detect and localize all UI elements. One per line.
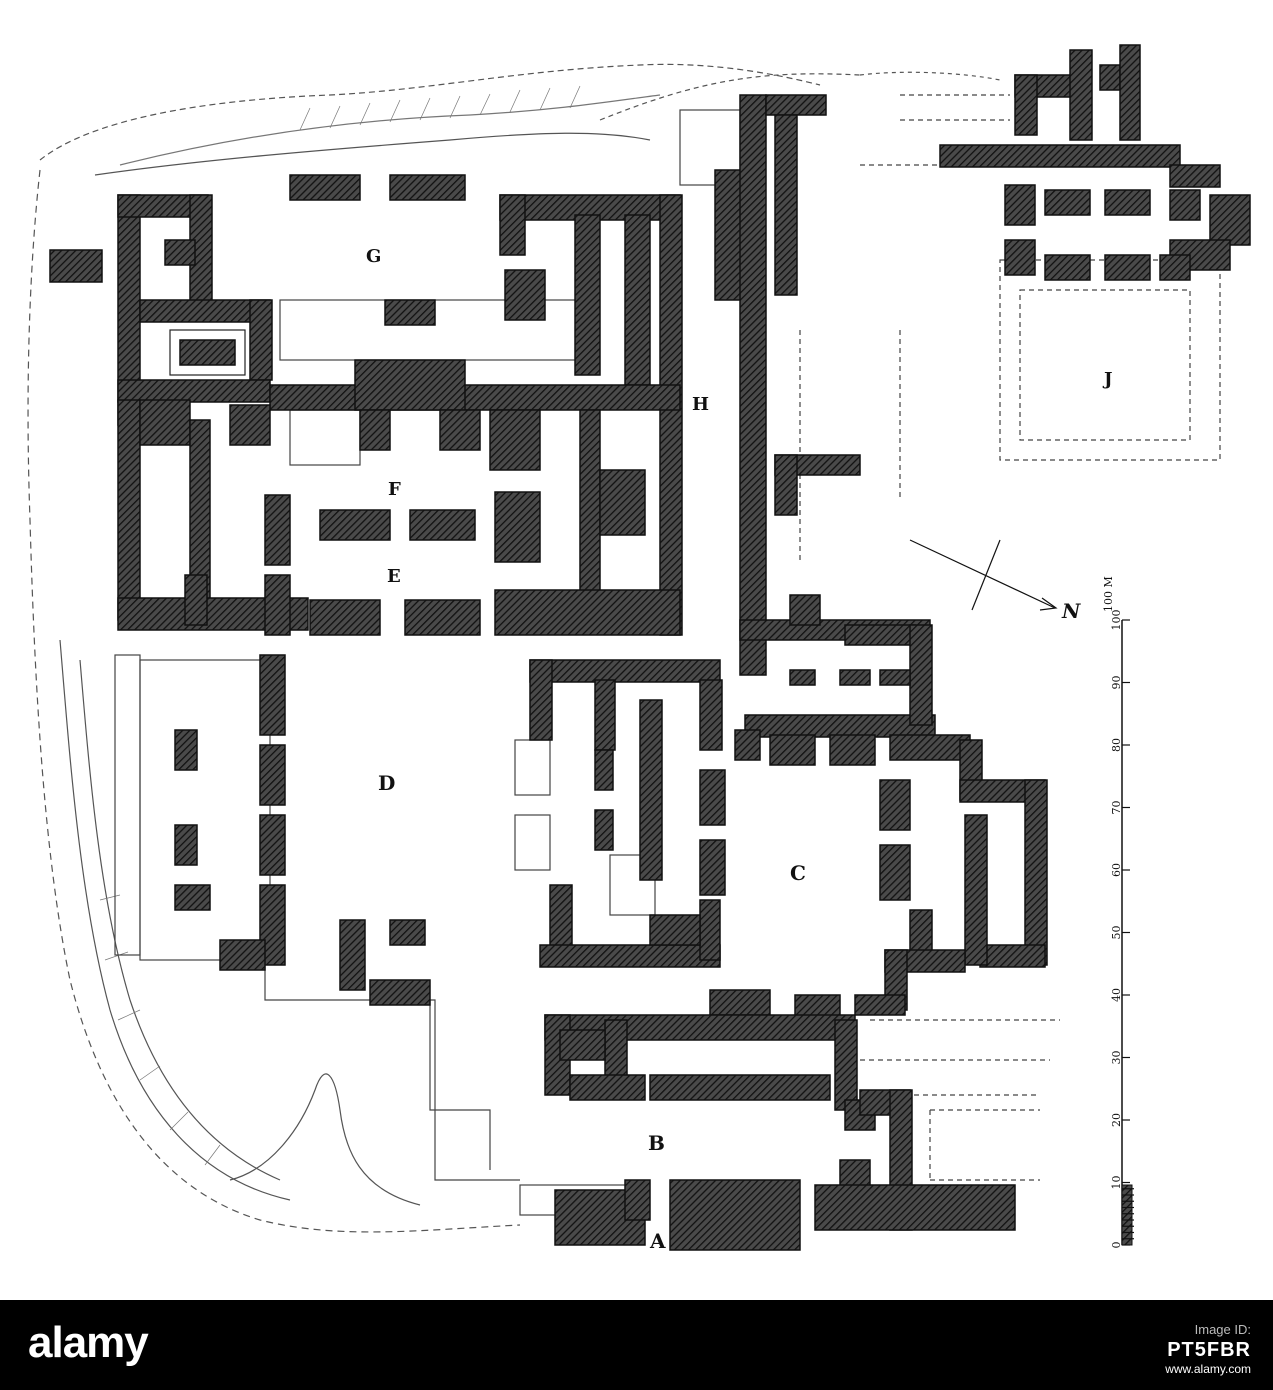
scale-tick-label: 50 <box>1110 926 1123 940</box>
scale-bar: 0 10 20 30 40 50 60 70 80 90 100 100 M <box>1102 576 1134 1249</box>
scale-tick-label: 20 <box>1110 1113 1123 1127</box>
scale-tick-label: 90 <box>1110 676 1123 690</box>
floor-plan-drawing: N A B C D E F G H J 0 10 20 30 40 50 60 70 80 90 1… <box>27 44 1251 1253</box>
image-id-value: PT5FBR <box>1167 1339 1251 1361</box>
image-id-block: Image ID: PT5FBR <box>1167 1320 1251 1362</box>
section-label-e: E <box>387 566 401 587</box>
section-label-b: B <box>648 1131 665 1155</box>
scale-unit-label: 100 M <box>1102 576 1115 612</box>
main-walls <box>49 44 1251 1251</box>
scale-tick-label: 60 <box>1110 863 1123 877</box>
scale-tick-label: 40 <box>1110 988 1123 1002</box>
compass <box>909 539 1058 611</box>
scale-tick-label: 70 <box>1110 801 1123 815</box>
section-label-d: D <box>378 771 395 795</box>
cistern-outline <box>169 329 246 376</box>
terrain <box>27 63 1001 1233</box>
cistern-block <box>179 339 236 366</box>
outline-walls <box>114 94 1221 1216</box>
section-label-j: J <box>1102 369 1113 390</box>
compass-label: N <box>1061 599 1081 623</box>
hill-hatching <box>99 85 581 1166</box>
alamy-logo[interactable]: alamy <box>28 1318 149 1367</box>
section-label-f: F <box>388 479 401 500</box>
section-label-a: A <box>649 1229 666 1253</box>
image-id-label: Image ID: <box>1194 1322 1251 1337</box>
footer-url[interactable]: www.alamy.com <box>1165 1362 1251 1376</box>
footer-bar: alamy Image ID: PT5FBR www.alamy.com <box>0 1300 1273 1390</box>
scale-tick-label: 0 <box>1110 1242 1123 1249</box>
section-labels: A B C D E F G H J <box>366 246 1113 1253</box>
section-label-g: G <box>366 246 381 267</box>
scale-tick-label: 30 <box>1110 1051 1123 1065</box>
floor-plan: N A B C D E F G H J 0 10 20 30 40 50 60 70 80 90 1… <box>27 44 1251 1253</box>
scale-tick-label: 10 <box>1110 1176 1123 1190</box>
scale-tick-label: 80 <box>1110 738 1123 752</box>
scale-tick-label: 100 <box>1110 610 1123 631</box>
section-label-c: C <box>790 861 806 885</box>
section-label-h: H <box>692 394 709 415</box>
